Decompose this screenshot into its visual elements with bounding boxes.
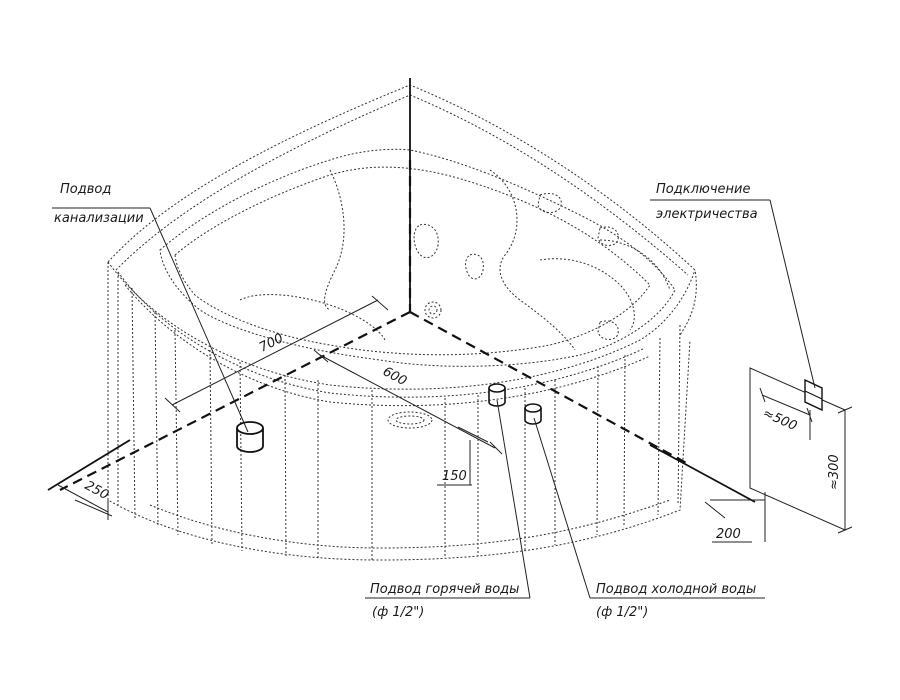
dimension-lines (57, 295, 853, 543)
cold-water-label-line2: (ф 1/2") (596, 605, 648, 620)
cold-water-label-line1: Подвод холодной воды (596, 582, 756, 597)
dimension-250: 250 (82, 478, 111, 503)
drain-label-line2: канализации (54, 211, 144, 226)
dimension-200: 200 (716, 527, 741, 542)
hot-water-label-line1: Подвод горячей воды (370, 582, 519, 597)
electric-socket (804, 378, 823, 412)
drain-label-line1: Подвод (60, 182, 111, 197)
hot-water-label-line2: (ф 1/2") (372, 605, 424, 620)
dimension-600: 600 (380, 364, 409, 389)
electric-label-line2: электричества (656, 207, 758, 222)
wall-axes (47, 78, 756, 503)
dimension-300: ≈300 (827, 454, 842, 490)
electric-label-line1: Подключение (656, 182, 750, 197)
hot-water-fitting (488, 383, 506, 407)
dimension-500: ≈500 (760, 406, 799, 434)
leader-lines (52, 199, 816, 599)
drain-fitting (236, 421, 264, 453)
labels: Подвод канализации Подключение электриче… (54, 182, 758, 620)
cold-water-fitting (524, 403, 542, 425)
dimension-150: 150 (442, 469, 467, 484)
dimension-texts: 700 600 150 250 200 ≈500 ≈300 (82, 331, 842, 542)
bathtub-outline (107, 84, 697, 561)
